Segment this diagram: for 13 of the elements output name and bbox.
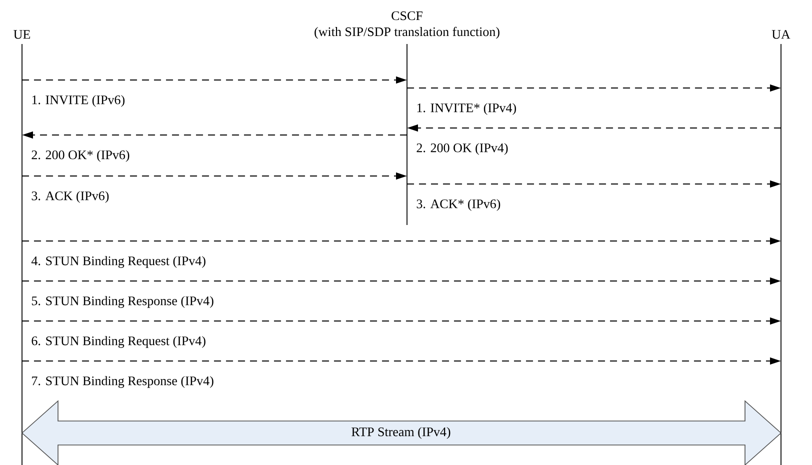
edge-label: 2. 200 OK (IPv4) [415,142,510,156]
edge-label: 3. ACK (IPv6) [30,190,110,204]
edge-label: 2. 200 OK* (IPv6) [30,149,131,163]
edge-label: 1. INVITE (IPv6) [30,94,126,108]
edge-label: 5. STUN Binding Response (IPv4) [30,295,215,309]
edge-label: 6. STUN Binding Request (IPv4) [30,335,207,349]
participant-lifeline: UA [772,30,790,465]
participant-lifeline: UE [14,30,30,465]
edge-label: 4. STUN Binding Request (IPv4) [30,255,207,269]
edge-label: RTP Stream (IPv4) [352,427,450,439]
edge-label: 7. STUN Binding Response (IPv4) [30,375,215,389]
edge-label: 3. ACK* (IPv6) [415,198,502,212]
edge-label: 1. INVITE* (IPv4) [415,102,518,116]
